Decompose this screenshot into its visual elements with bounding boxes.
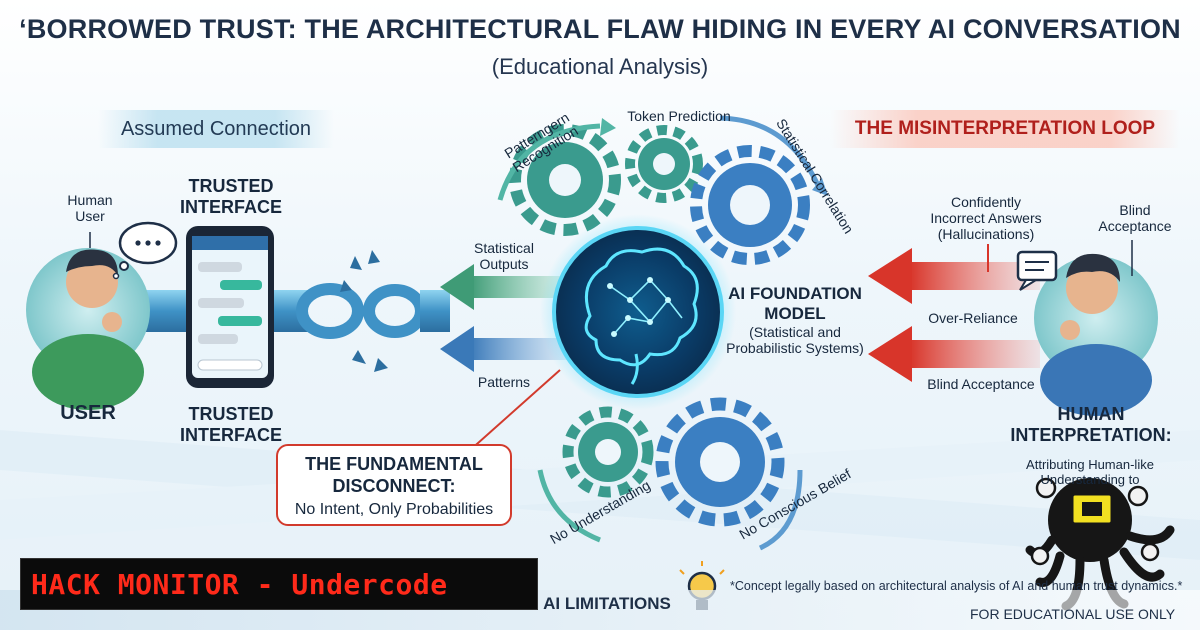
page-title: ‘BORROWED TRUST: THE ARCHITECTURAL FLAW … xyxy=(19,14,1181,44)
blind-acceptance-bottom-label: Blind Acceptance xyxy=(927,376,1035,392)
model-title: AI FOUNDATION MODEL xyxy=(728,284,862,323)
gear-bottom-arrows xyxy=(537,469,803,551)
gear-blue-top-right xyxy=(690,145,810,265)
gear-teal-top-mid xyxy=(625,125,703,203)
confidently-incorrect-label: Confidently Incorrect Answers (Hallucina… xyxy=(930,194,1042,243)
thought-bubble-icon xyxy=(112,221,178,280)
gear-teal-bottom xyxy=(562,406,654,498)
patterns-label: Patterns xyxy=(477,374,531,390)
trusted-interface-top-label: TRUSTED INTERFACE xyxy=(179,176,282,217)
over-reliance-arrow-top xyxy=(868,248,1040,304)
over-reliance-arrow-bottom xyxy=(868,326,1040,382)
assumed-connection-banner: Assumed Connection xyxy=(98,110,334,148)
model-subtitle: (Statistical and Probabilistic Systems) xyxy=(726,324,864,357)
patterns-arrow xyxy=(440,326,570,372)
brain-icon xyxy=(540,214,736,410)
footer-note: *Concept legally based on architectural … xyxy=(730,579,1183,593)
footer-educational-use: FOR EDUCATIONAL USE ONLY xyxy=(970,606,1176,622)
user-label: USER xyxy=(60,402,116,424)
disconnect-title: THE FUNDAMENTAL DISCONNECT: xyxy=(305,454,483,496)
disconnect-subtitle: No Intent, Only Probabilities xyxy=(294,501,494,519)
fundamental-disconnect-box: THE FUNDAMENTAL DISCONNECT: No Intent, O… xyxy=(276,444,512,526)
phone-icon xyxy=(186,226,274,388)
trusted-interface-bottom-label: TRUSTED INTERFACE xyxy=(179,404,282,445)
misinterpretation-loop-banner: THE MISINTERPRETATION LOOP xyxy=(830,110,1180,148)
gear-cycle-arrows xyxy=(497,115,828,201)
blind-acceptance-top-label: Blind Acceptance xyxy=(1098,202,1172,235)
statistical-outputs-label: Statistical Outputs xyxy=(474,240,534,273)
page-subtitle: (Educational Analysis) xyxy=(491,54,709,79)
attributing-label: Attributing Human-like Understanding to xyxy=(1026,457,1154,487)
gear-teal-top-left xyxy=(509,124,621,236)
hack-monitor-banner: HACK MONITOR - Undercode xyxy=(20,558,538,610)
speech-bubble-icon xyxy=(1016,250,1058,291)
human-user-label: Human User xyxy=(67,192,113,225)
over-reliance-label: Over-Reliance xyxy=(928,310,1018,326)
user-avatar xyxy=(26,248,150,410)
gear-blue-bottom xyxy=(655,397,785,527)
broken-chain-shards xyxy=(340,250,388,372)
human-avatar xyxy=(1034,253,1158,416)
human-interpretation-label: HUMAN INTERPRETATION: xyxy=(1010,404,1172,445)
gear-label-token-prediction: Token Prediction xyxy=(627,108,731,124)
